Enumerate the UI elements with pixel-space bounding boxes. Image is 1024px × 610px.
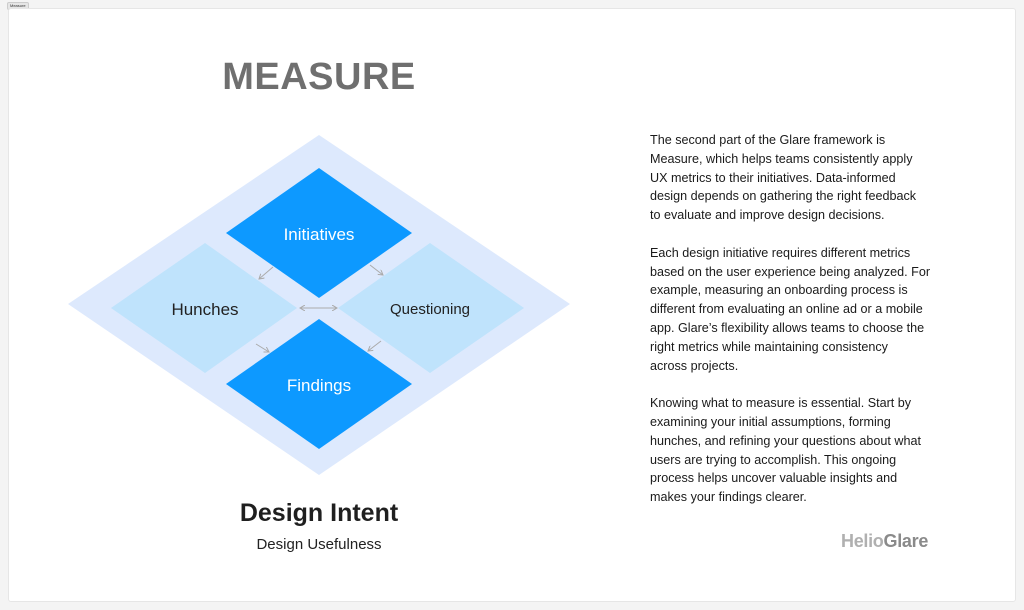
text-line: hunches, and refining your questions abo…	[650, 433, 921, 448]
measure-diagram: Initiatives Findings Hunches Questioning	[68, 135, 570, 475]
text-line: app. Glare’s flexibility allows teams to…	[650, 320, 925, 335]
text-line: examining your initial assumptions, form…	[650, 414, 891, 429]
design-usefulness-subheading: Design Usefulness	[256, 536, 382, 553]
hunches-label: Hunches	[171, 300, 238, 319]
helioglare-logo: HelioGlare	[841, 531, 928, 552]
text-line: different from evaluating an online ad o…	[650, 302, 923, 317]
paragraph-1: The second part of the Glare framework i…	[650, 131, 970, 225]
arrow-initiatives-to-questioning	[369, 264, 383, 275]
arrow-hunches-to-findings	[255, 343, 269, 352]
arrow-initiatives-to-hunches	[259, 266, 274, 279]
text-line: Knowing what to measure is essential. St…	[650, 396, 912, 411]
questioning-diamond	[338, 243, 524, 373]
text-line: design depends on gathering the right fe…	[650, 189, 917, 204]
text-line: across projects.	[650, 358, 739, 373]
initiatives-label: Initiatives	[284, 225, 355, 244]
text-line: example, measuring an onboarding process…	[650, 283, 908, 298]
hunches-diamond	[111, 243, 297, 373]
text-line: users are trying to accomplish. This ong…	[650, 452, 897, 467]
logo-helio: Helio	[841, 531, 884, 551]
questioning-label: Questioning	[390, 301, 470, 318]
findings-label: Findings	[287, 376, 351, 395]
text-line: The second part of the Glare framework i…	[650, 133, 886, 147]
text-line: UX metrics to their initiatives. Data-in…	[650, 170, 896, 185]
findings-diamond	[226, 319, 412, 449]
text-line: based on the user experience being analy…	[650, 264, 931, 279]
paragraph-3: Knowing what to measure is essential. St…	[650, 394, 970, 507]
design-intent-heading: Design Intent	[239, 499, 399, 527]
initiatives-diamond	[226, 168, 412, 298]
logo-glare: Glare	[883, 531, 929, 551]
text-line: process helps uncover valuable insights …	[650, 471, 898, 486]
text-line: Measure, which helps teams consistently …	[650, 151, 913, 166]
page-title: MEASURE	[222, 56, 416, 98]
text-line: makes your findings clearer.	[650, 490, 807, 505]
arrow-questioning-to-findings	[368, 340, 382, 351]
description-text: The second part of the Glare framework i…	[650, 131, 970, 526]
paragraph-2: Each design initiative requires differen…	[650, 244, 970, 376]
text-line: to evaluate and improve design decisions…	[650, 208, 885, 223]
text-line: right metrics while maintaining consiste…	[650, 339, 888, 354]
text-line: Each design initiative requires differen…	[650, 245, 911, 260]
